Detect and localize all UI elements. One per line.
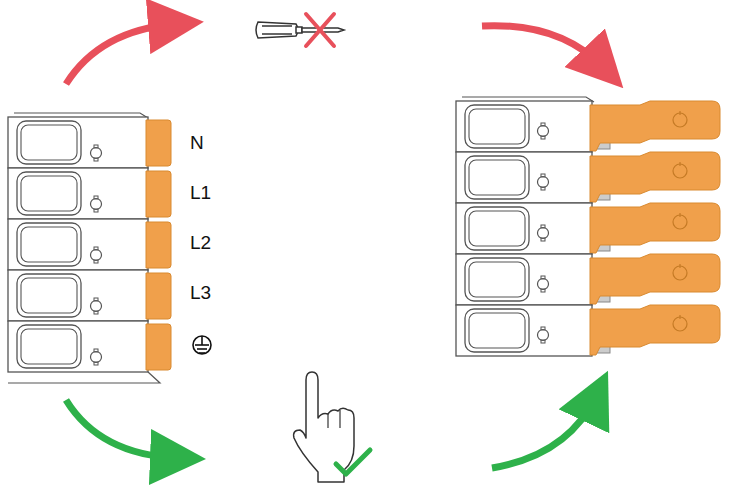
terminal-label: L2: [190, 233, 211, 252]
terminal-label: L3: [190, 283, 211, 302]
terminal-label: L1: [190, 183, 211, 202]
terminal-label: N: [190, 133, 204, 152]
